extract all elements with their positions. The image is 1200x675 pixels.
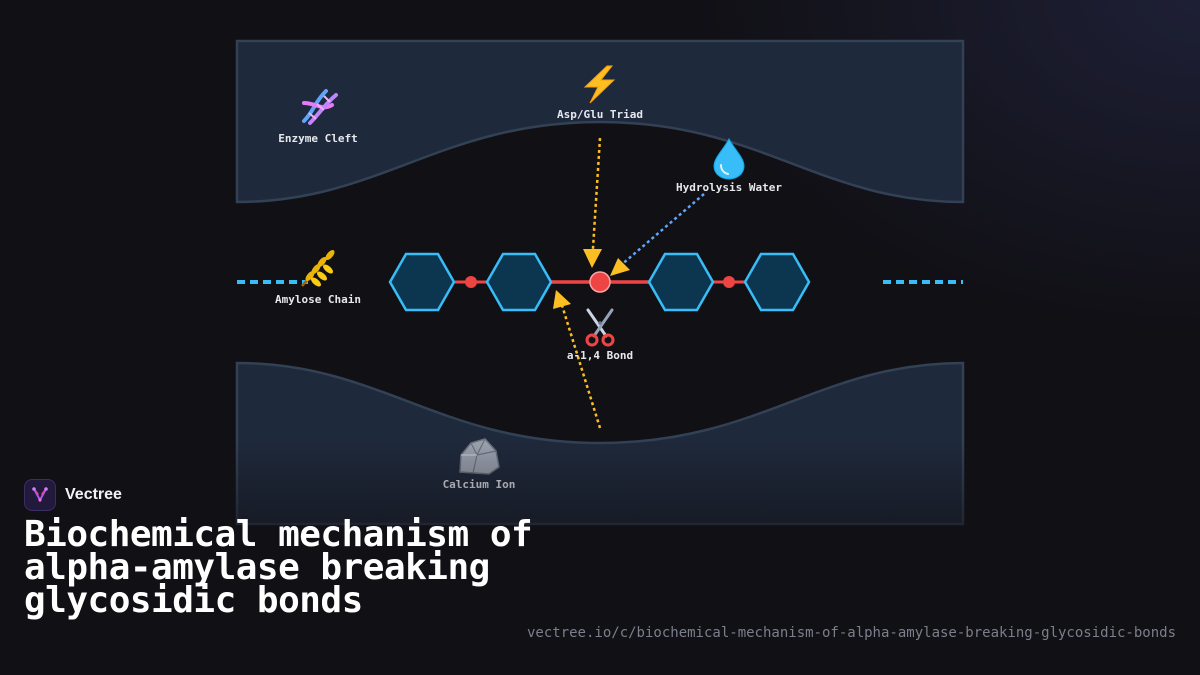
enzyme-top-lobe <box>235 39 965 204</box>
water-drop-highlight <box>720 164 729 175</box>
brand: Vectree <box>24 479 122 511</box>
source-url: vectree.io/c/biochemical-mechanism-of-al… <box>526 625 1176 641</box>
catalyst-arrow-top <box>590 137 602 265</box>
catalyst-arrowhead-top <box>583 249 602 268</box>
enzyme-cleft-label: Enzyme Cleft <box>278 132 357 145</box>
catalytic-triad-label: Asp/Glu Triad <box>557 108 643 121</box>
lightning-icon <box>583 65 616 104</box>
amylose-chain-label: Amylose Chain <box>275 293 361 306</box>
glycosidic-oxygen <box>465 276 477 288</box>
glucose-ring <box>485 252 553 312</box>
glucose-ring <box>388 252 456 312</box>
calcium-ion-label: Calcium Ion <box>443 478 516 491</box>
water-arrow <box>619 193 705 267</box>
brand-name: Vectree <box>65 486 122 503</box>
glucose-ring <box>743 252 811 312</box>
water-arrowhead <box>610 258 630 276</box>
dna-icon <box>302 89 338 125</box>
bond-label: a-1,4 Bond <box>567 349 633 362</box>
enzyme-bottom-lobe <box>235 361 965 526</box>
catalyst-arrow-bottom <box>559 301 602 429</box>
catalyst-arrowhead-bottom <box>553 290 571 309</box>
vectree-logo-icon <box>24 479 56 511</box>
target-bond-oxygen <box>589 271 611 293</box>
scissors-icon <box>585 308 615 347</box>
hydrolysis-water-label: Hydrolysis Water <box>676 181 782 194</box>
glucose-ring <box>647 252 715 312</box>
glycosidic-oxygen <box>723 276 735 288</box>
wheat-icon <box>301 250 335 287</box>
page-title: Biochemical mechanism of alpha-amylase b… <box>24 514 533 621</box>
